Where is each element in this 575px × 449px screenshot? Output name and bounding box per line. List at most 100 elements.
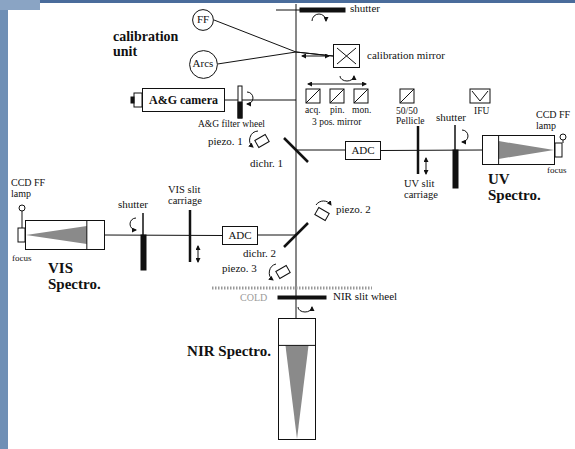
camera-optics bbox=[134, 93, 142, 107]
vis-arm bbox=[18, 205, 198, 270]
nir-arm bbox=[212, 287, 372, 290]
part-label: focus bbox=[12, 254, 32, 263]
part-label: A&G filter wheel bbox=[198, 120, 265, 130]
spectrograph-cone bbox=[483, 136, 554, 164]
part-label: piezo. 2 bbox=[336, 204, 371, 216]
mirror-carriage bbox=[306, 89, 320, 103]
node-text: Arcs bbox=[193, 58, 214, 70]
part-label: COLD bbox=[240, 293, 267, 304]
node-text: NIR Spectro. bbox=[187, 344, 271, 360]
vis-arm bbox=[18, 228, 25, 242]
part-label: UV slit carriage bbox=[404, 178, 450, 200]
vis-arm bbox=[22, 211, 23, 228]
uv-arm bbox=[560, 134, 566, 140]
top-shutter bbox=[312, 14, 326, 21]
part-label: piezo. 1 bbox=[208, 136, 243, 148]
vis-arm bbox=[189, 210, 192, 262]
piezo-mirrors bbox=[276, 266, 290, 279]
beam-connector bbox=[381, 150, 482, 152]
part-label: focus bbox=[547, 166, 567, 175]
piezo-mirrors bbox=[315, 208, 329, 221]
part-label: shutter bbox=[436, 112, 466, 124]
part-label: dichr. 1 bbox=[250, 158, 283, 170]
page-frame bbox=[0, 0, 40, 10]
part-label: piezo. 3 bbox=[222, 263, 257, 275]
spectrograph: VIS Spectro. bbox=[25, 220, 105, 250]
mirror-carriage bbox=[330, 89, 344, 103]
part-label: 50/50 Pellicle bbox=[396, 107, 436, 127]
node-text: ADC bbox=[228, 230, 251, 242]
mirror-carriage bbox=[354, 89, 368, 103]
spectrograph-cone bbox=[26, 221, 104, 249]
part-label: 3 pos. mirror bbox=[312, 118, 361, 128]
mirror-carriage bbox=[400, 89, 414, 103]
beam-connector bbox=[105, 235, 222, 237]
piezo-mirrors bbox=[250, 131, 258, 147]
spectrograph: UV Spectro. bbox=[482, 135, 555, 165]
lamp-circle: Arcs bbox=[189, 50, 218, 79]
node-text: calibration mirror bbox=[367, 50, 445, 62]
calibration-mirror-drive bbox=[337, 48, 356, 64]
camera-optics bbox=[131, 97, 134, 103]
adc-box: ADC bbox=[345, 141, 381, 160]
circle-shape bbox=[193, 10, 214, 31]
camera-box: A&G camera bbox=[142, 88, 225, 112]
camera-optics bbox=[238, 86, 242, 118]
cone-shape bbox=[26, 226, 87, 244]
node-text: UV Spectro. bbox=[488, 172, 550, 204]
uv-arm bbox=[453, 150, 458, 188]
part-label: acq. bbox=[305, 106, 321, 116]
calibration-mirror-drive bbox=[302, 56, 329, 57]
nir-arm bbox=[278, 296, 326, 299]
mirror-carriage bbox=[306, 89, 320, 103]
node-text: ADC bbox=[351, 145, 374, 157]
light-beam bbox=[215, 100, 296, 101]
lamp-circle: FF bbox=[192, 9, 214, 31]
adc-box: ADC bbox=[222, 226, 258, 245]
cone-shape bbox=[499, 141, 554, 159]
mirror-carriage bbox=[400, 89, 414, 103]
calibration-mirror-drive bbox=[337, 48, 356, 64]
part-label: VIS slit carriage bbox=[168, 184, 216, 206]
uv-arm bbox=[555, 143, 562, 157]
camera-optics bbox=[131, 86, 253, 118]
node-text: A&G camera bbox=[149, 94, 218, 107]
mirror-carriage bbox=[330, 89, 344, 103]
top-shutter bbox=[300, 8, 345, 12]
light-beam bbox=[215, 4, 346, 318]
uv-arm bbox=[563, 140, 564, 143]
spectrograph: NIR Spectro. bbox=[278, 318, 316, 440]
cone-base bbox=[279, 345, 315, 346]
nir-arm bbox=[298, 307, 312, 312]
top-shutter bbox=[276, 8, 345, 21]
page-frame bbox=[0, 0, 8, 449]
part-label: mon. bbox=[352, 106, 371, 116]
beam-connector bbox=[218, 52, 334, 64]
camera-optics bbox=[247, 92, 253, 104]
dichroics bbox=[284, 223, 308, 247]
cone-base bbox=[86, 221, 87, 249]
part-label: IFU bbox=[474, 107, 489, 117]
page-frame bbox=[0, 0, 575, 3]
calibration-mirror-drive bbox=[340, 76, 354, 81]
vis-arm bbox=[198, 246, 199, 262]
uv-arm bbox=[462, 130, 468, 142]
mirror-carriage bbox=[354, 89, 368, 103]
uv-arm bbox=[426, 158, 427, 174]
vis-arm bbox=[141, 235, 146, 270]
part-label: pin. bbox=[330, 106, 345, 116]
beam-connector bbox=[214, 20, 333, 56]
light-beam bbox=[296, 150, 346, 151]
dichroics bbox=[284, 138, 308, 162]
dichroics bbox=[284, 138, 308, 247]
camera-optics bbox=[238, 102, 242, 118]
mirror-carriage bbox=[306, 84, 490, 103]
mirror-carriage bbox=[308, 84, 366, 85]
vis-arm bbox=[130, 218, 136, 230]
part-label: dichr. 2 bbox=[243, 248, 276, 260]
part-label: NIR slit wheel bbox=[333, 291, 397, 303]
part-label: calibration unit bbox=[113, 30, 193, 59]
cone-shape bbox=[285, 345, 308, 439]
